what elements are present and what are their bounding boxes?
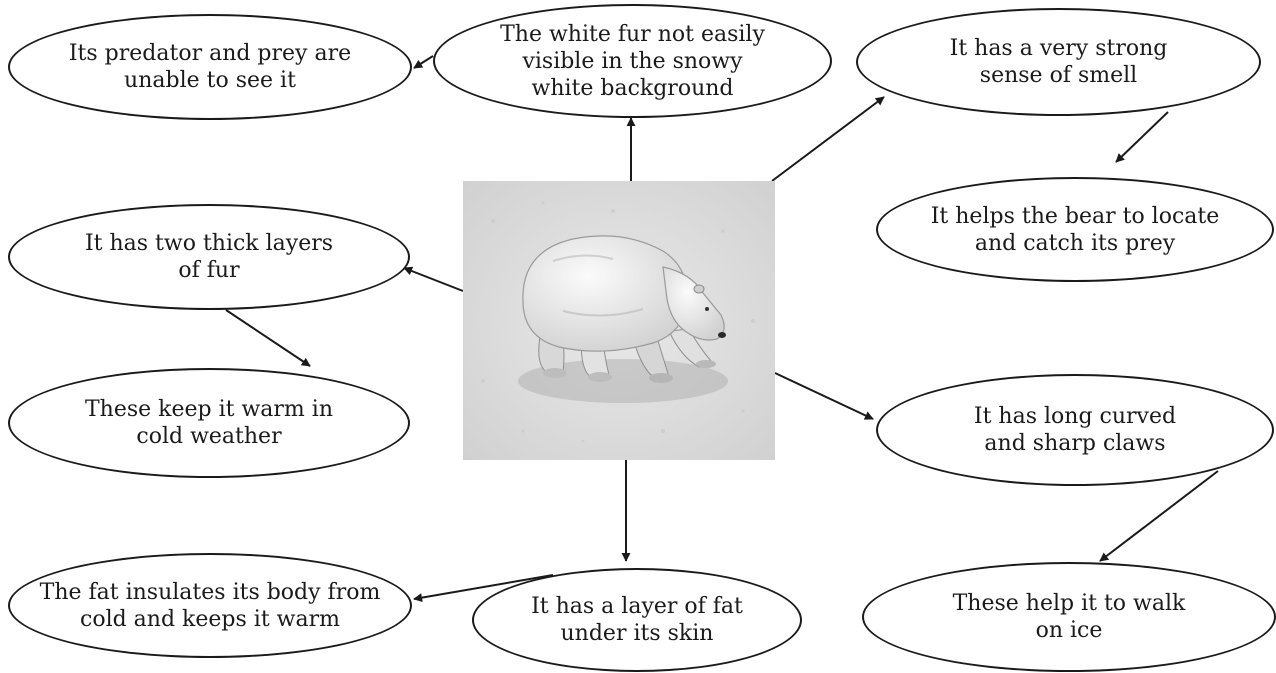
node-smell-line1: It has a very strong bbox=[949, 36, 1168, 61]
node-walk-ice-line2: on ice bbox=[1035, 618, 1103, 643]
node-claws: It has long curved and sharp claws bbox=[876, 374, 1274, 486]
node-claws-line2: and sharp claws bbox=[984, 431, 1166, 456]
arrow-fur-layers-to-warm bbox=[225, 309, 311, 367]
node-white-fur-line1: The white fur not easily bbox=[500, 21, 765, 47]
polar-bear-photo bbox=[463, 181, 775, 460]
node-locate-prey-line1: It helps the bear to locate bbox=[930, 203, 1220, 229]
node-white-fur-line2: visible in the snowy bbox=[522, 48, 743, 74]
node-locate-prey-line2: and catch its prey bbox=[974, 230, 1176, 256]
node-fat-layer-line1: It has a layer of fat bbox=[531, 594, 743, 619]
node-warm-cold: These keep it warm in cold weather bbox=[8, 368, 410, 478]
arrow-white-fur-to-predator bbox=[413, 55, 434, 69]
node-fat-insulates-line1: The fat insulates its body from bbox=[39, 579, 381, 605]
node-walk-ice: These help it to walk on ice bbox=[862, 562, 1276, 672]
node-warm-cold-line1: These keep it warm in bbox=[84, 397, 333, 422]
node-warm-cold-line2: cold weather bbox=[136, 424, 282, 449]
node-predator-prey-line2: unable to see it bbox=[124, 68, 296, 93]
node-white-fur-line3: white background bbox=[531, 75, 734, 101]
node-fat-layer: It has a layer of fat under its skin bbox=[472, 568, 802, 672]
node-walk-ice-line1: These help it to walk bbox=[952, 591, 1186, 616]
polar-bear-icon bbox=[463, 181, 775, 460]
arrow-center-to-claws bbox=[774, 372, 874, 420]
node-smell-line2: sense of smell bbox=[979, 63, 1138, 88]
node-white-fur: The white fur not easily visible in the … bbox=[433, 4, 832, 118]
node-locate-prey: It helps the bear to locate and catch it… bbox=[876, 177, 1274, 282]
arrow-smell-to-locate bbox=[1115, 111, 1169, 163]
arrow-center-to-smell bbox=[771, 96, 885, 182]
node-smell: It has a very strong sense of smell bbox=[856, 8, 1261, 116]
node-fat-insulates: The fat insulates its body from cold and… bbox=[8, 553, 412, 658]
node-fat-insulates-line2: cold and keeps it warm bbox=[80, 606, 340, 632]
node-predator-prey-line1: Its predator and prey are bbox=[68, 41, 352, 66]
node-predator-prey: Its predator and prey are unable to see … bbox=[8, 14, 412, 120]
node-fur-layers-line2: of fur bbox=[178, 258, 240, 283]
node-fur-layers: It has two thick layers of fur bbox=[8, 204, 410, 310]
arrow-claws-to-walk bbox=[1099, 470, 1219, 562]
arrow-fat-layer-to-insulates bbox=[413, 574, 554, 603]
arrow-center-to-fur-layers bbox=[403, 266, 464, 292]
node-fat-layer-line2: under its skin bbox=[560, 621, 714, 646]
node-fur-layers-line1: It has two thick layers bbox=[84, 231, 334, 256]
node-claws-line1: It has long curved bbox=[973, 404, 1177, 429]
